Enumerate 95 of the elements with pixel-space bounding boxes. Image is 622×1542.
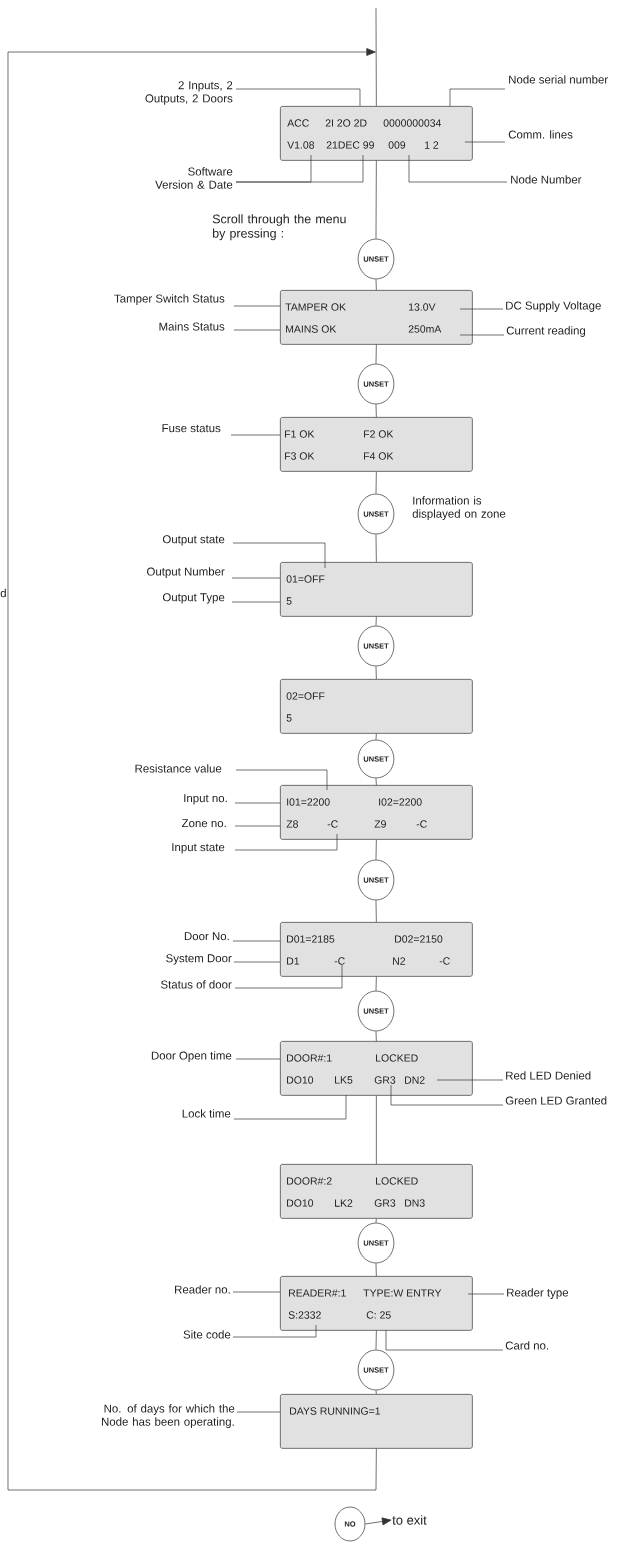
connector-line — [375, 344, 377, 364]
connector-line — [375, 666, 377, 680]
connector-line — [375, 471, 377, 494]
display-screen: READER#:1 TYPE:W ENTRY S:2332 C: 25 — [280, 1276, 473, 1331]
leader-line — [234, 964, 343, 989]
loop-arrow — [7, 48, 377, 1491]
callout-text: Reader type — [507, 1288, 569, 1299]
connector-line — [375, 404, 377, 418]
leader-line — [449, 88, 506, 107]
callout-text: No. of days for which the Node has been operating. — [101, 1404, 235, 1429]
callout-text: Node Number — [511, 175, 582, 184]
leader-line — [233, 305, 281, 307]
display-screen: DOOR#:2 LOCKED DO10 LK2 GR3 DN3 — [280, 1164, 473, 1219]
leader-line — [459, 334, 505, 336]
display-screen: TAMPER OK 13.0V MAINS OK 250mA — [280, 290, 473, 345]
callout-text: Door Open time — [151, 1051, 232, 1062]
callout-text: Software Version & Date — [155, 167, 233, 189]
leader-line — [235, 1058, 281, 1060]
connector-line — [375, 1263, 377, 1277]
leader-line — [390, 1084, 504, 1106]
display-screen: I01=2200 I02=2200 Z8 -C Z9 -C — [280, 785, 473, 840]
callout-text: Zone no. — [181, 819, 226, 828]
callout-text: Red LED Denied — [506, 1071, 591, 1080]
callout-text: DC Supply Voltage — [506, 301, 601, 312]
note-text: Information is displayed on zone — [412, 496, 506, 521]
leader-line — [232, 1291, 281, 1293]
callout-text: Current reading — [506, 326, 586, 337]
callout-text: Fuse status — [162, 424, 221, 433]
connector-line — [375, 160, 377, 239]
callout-text: Card no. — [505, 1341, 549, 1350]
leader-line — [230, 434, 281, 436]
callout-text: Door No. — [184, 932, 229, 941]
connector-line — [375, 279, 377, 291]
display-screen: D01=2185 D02=2150 D1 -C N2 -C — [280, 922, 473, 977]
callout-text: Output state — [162, 535, 225, 546]
leader-line — [234, 825, 281, 827]
callout-text: Output Number — [147, 567, 225, 578]
leader-line — [385, 1329, 504, 1351]
connector-line — [375, 1330, 377, 1350]
display-screen: DOOR#:1 LOCKED DO10 LK5 GR3 DN2 — [280, 1041, 473, 1096]
callout-text: Comm. lines — [508, 130, 573, 139]
callout-text: Output Type — [162, 593, 225, 604]
leader-line — [234, 802, 281, 804]
callout-text: Node serial number — [509, 75, 608, 84]
leader-line — [234, 833, 338, 851]
text-fragment: d — [0, 588, 6, 598]
leader-line — [233, 961, 281, 963]
display-screen: ACC 2I 2O 2D 0000000034 V1.08 21DEC 99 009 1 2 — [280, 106, 473, 161]
note-text: Scroll through the menu by pressing : — [212, 214, 346, 241]
connector-line — [375, 733, 377, 740]
connector-line — [375, 839, 377, 860]
callout-text: Site code — [183, 1330, 231, 1339]
callout-text: Lock time — [182, 1109, 231, 1118]
connector-line — [375, 778, 377, 786]
display-screen: 01=OFF 5 — [280, 562, 473, 617]
connector-line — [375, 616, 377, 626]
leader-line — [231, 577, 281, 579]
connector-line — [375, 7, 377, 107]
leader-line — [232, 542, 326, 569]
leader-line — [233, 1094, 347, 1120]
callout-text: Reader no. — [175, 1285, 230, 1294]
connector-line — [375, 1218, 377, 1223]
display-screen: DAYS RUNNING=1 — [280, 1394, 473, 1449]
callout-text: Input no. — [184, 794, 227, 805]
callout-text: System Door — [166, 954, 232, 965]
leader-line — [231, 601, 281, 603]
leader-line — [235, 769, 328, 791]
callout-text: Resistance value — [135, 764, 222, 773]
leader-line — [436, 1079, 504, 1081]
leader-line — [232, 940, 281, 942]
callout-text: Green LED Granted — [505, 1096, 607, 1105]
leader-line — [232, 1324, 317, 1338]
connector-line — [376, 1095, 377, 1165]
exit-arrow — [365, 1517, 392, 1526]
callout-text: Tamper Switch Status — [114, 294, 225, 305]
leader-line — [464, 141, 506, 143]
callout-text: Input state — [172, 843, 225, 854]
connector-line — [375, 534, 377, 563]
callout-text: Status of door — [161, 980, 232, 989]
leader-line — [236, 1411, 281, 1413]
connector-line — [375, 976, 377, 991]
leader-line — [408, 154, 508, 183]
connector-line — [375, 900, 377, 923]
leader-line — [233, 329, 281, 331]
connector-line — [375, 1390, 377, 1395]
connector-line — [375, 1031, 377, 1042]
callout-text: Mains Status — [159, 322, 225, 331]
leader-line — [235, 88, 361, 107]
leader-line — [467, 1293, 505, 1295]
callout-text: to exit — [392, 1515, 427, 1525]
leader-line — [459, 308, 504, 310]
display-screen: F1 OK F2 OK F3 OK F4 OK — [280, 417, 473, 472]
leader-line — [235, 154, 312, 183]
display-screen: 02=OFF 5 — [280, 679, 473, 734]
callout-text: 2 Inputs, 2 Outputs, 2 Doors — [145, 81, 233, 105]
